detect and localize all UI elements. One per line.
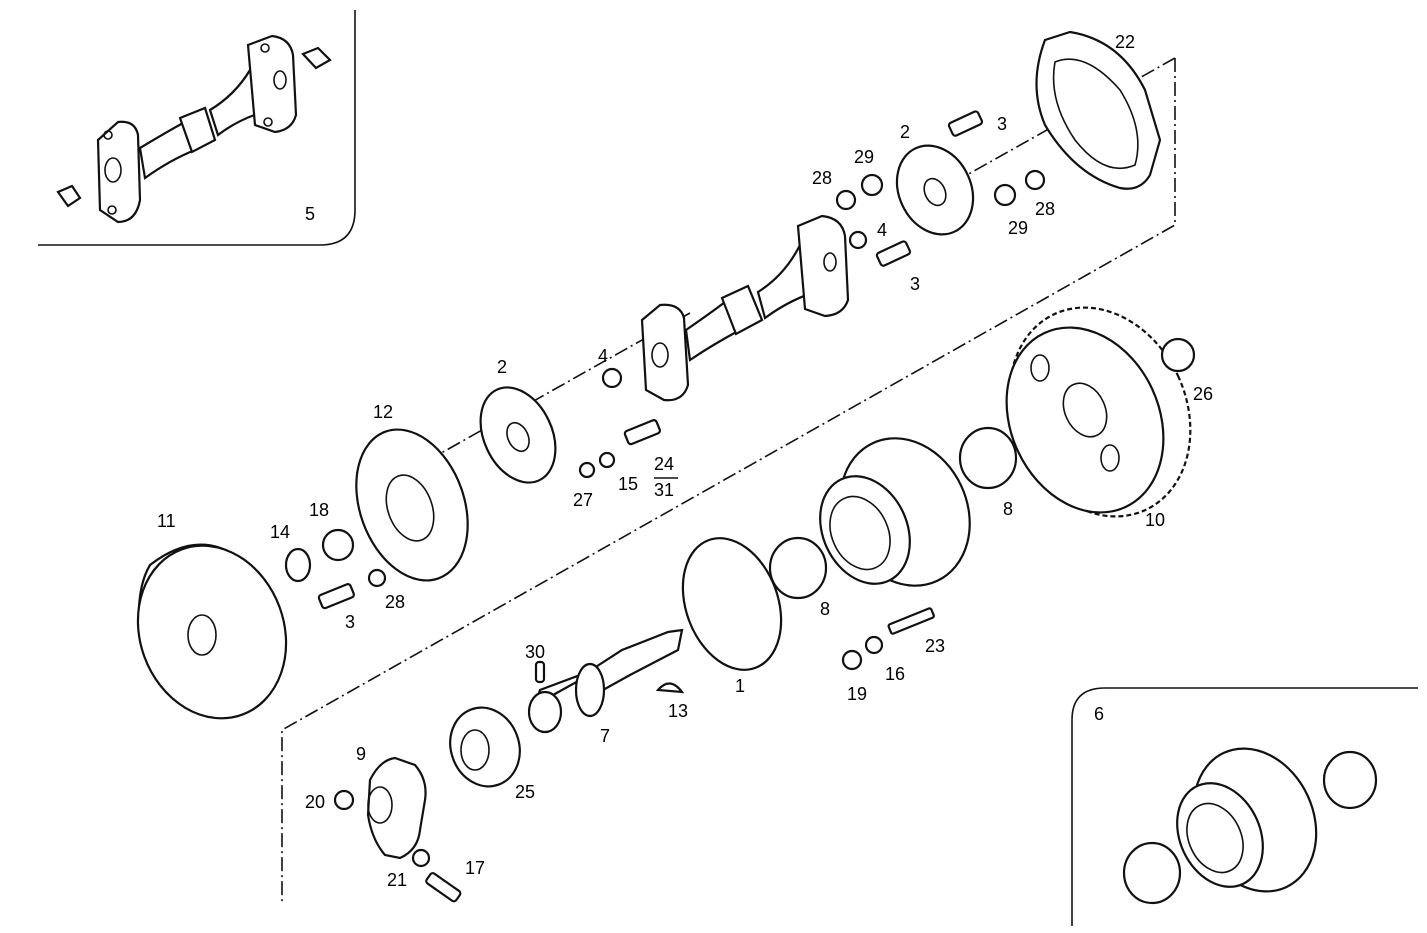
bolt-part-3-lower — [317, 583, 355, 610]
adapter-plate-part-12 — [355, 428, 469, 582]
callout-11: 11 — [157, 511, 176, 531]
callout-9: 9 — [356, 744, 366, 764]
nut-part-26 — [1160, 337, 1196, 373]
callout-6: 6 — [1094, 704, 1104, 724]
callout-26: 26 — [1193, 384, 1213, 404]
callout-2-middle: 2 — [497, 357, 507, 377]
stud-part-23 — [887, 607, 935, 635]
callout-2-upper: 2 — [900, 122, 910, 142]
flange-part-2-upper — [895, 144, 975, 236]
callout-21: 21 — [387, 870, 407, 890]
callout-28-lower: 28 — [385, 592, 405, 612]
callout-1: 1 — [735, 676, 745, 696]
washer-part-16 — [864, 635, 884, 655]
callout-5: 5 — [305, 204, 315, 224]
bracket-part-9 — [366, 756, 427, 860]
bolt-part-24 — [623, 419, 661, 446]
o-ring-part-1 — [681, 537, 783, 671]
callout-13: 13 — [668, 701, 688, 721]
bearing-part-25 — [449, 706, 521, 788]
nut-part-18 — [321, 528, 355, 562]
inset-frame-6 — [1071, 687, 1418, 926]
exhaust-pipe-inset — [56, 34, 332, 224]
bolt-part-3-mid — [875, 240, 912, 267]
assembly-boundary-line — [281, 58, 1176, 905]
callout-24: 24 — [654, 454, 674, 474]
callout-3-upper: 3 — [997, 114, 1007, 134]
callout-28-right: 28 — [1035, 199, 1055, 219]
callout-15: 15 — [618, 474, 638, 494]
washer-part-28-b — [1024, 169, 1046, 191]
callout-12: 12 — [373, 402, 393, 422]
callout-31: 31 — [654, 480, 674, 500]
callout-17: 17 — [465, 858, 485, 878]
bolt-part-17 — [425, 872, 462, 903]
callout-10: 10 — [1145, 510, 1165, 530]
callout-29-upper: 29 — [854, 147, 874, 167]
washer-part-15 — [598, 451, 616, 469]
callout-18: 18 — [309, 500, 329, 520]
stud-part-4-a — [848, 230, 868, 250]
bushing-part-8-b — [768, 536, 828, 600]
callout-4-upper: 4 — [877, 220, 887, 240]
inset-frame-5 — [38, 10, 356, 246]
pump-housing — [819, 437, 971, 587]
stud-part-4-b — [601, 367, 623, 389]
callout-4-lower: 4 — [598, 346, 608, 366]
callout-7: 7 — [600, 726, 610, 746]
callout-22: 22 — [1115, 32, 1135, 52]
callout-25: 25 — [515, 782, 535, 802]
callout-16: 16 — [885, 664, 905, 684]
gasket-part-22 — [1035, 30, 1162, 190]
gear-part-10 — [1005, 306, 1192, 518]
housing-inset-6 — [1122, 747, 1378, 905]
callout-3-lower: 3 — [345, 612, 355, 632]
callout-30: 30 — [525, 642, 545, 662]
nut-part-19 — [841, 649, 863, 671]
callout-3-mid: 3 — [910, 274, 920, 294]
callout-27: 27 — [573, 490, 593, 510]
callout-29-lower: 29 — [1008, 218, 1028, 238]
callout-8-upper: 8 — [1003, 499, 1013, 519]
bushing-part-8-a — [958, 426, 1018, 490]
flange-part-2-middle — [479, 386, 557, 484]
nut-part-29-a — [860, 173, 884, 197]
washer-part-27 — [578, 461, 596, 479]
callout-19: 19 — [847, 684, 867, 704]
exhaust-pipe-main — [640, 214, 850, 402]
washer-part-28-c — [367, 568, 387, 588]
pulley-part-11 — [136, 543, 288, 720]
bolt-part-3-upper — [947, 110, 984, 137]
shaft-part-7 — [527, 628, 684, 734]
callout-23: 23 — [925, 636, 945, 656]
washer-part-21 — [411, 848, 431, 868]
washer-part-14 — [284, 547, 312, 583]
pin-part-30 — [534, 660, 546, 684]
plug-part-20 — [333, 789, 355, 811]
washer-part-28-a — [835, 189, 857, 211]
callout-8-lower: 8 — [820, 599, 830, 619]
callout-14: 14 — [270, 522, 290, 542]
nut-part-29-b — [993, 183, 1017, 207]
callout-28-upper: 28 — [812, 168, 832, 188]
key-part-13 — [655, 682, 685, 694]
callout-20: 20 — [305, 792, 325, 812]
